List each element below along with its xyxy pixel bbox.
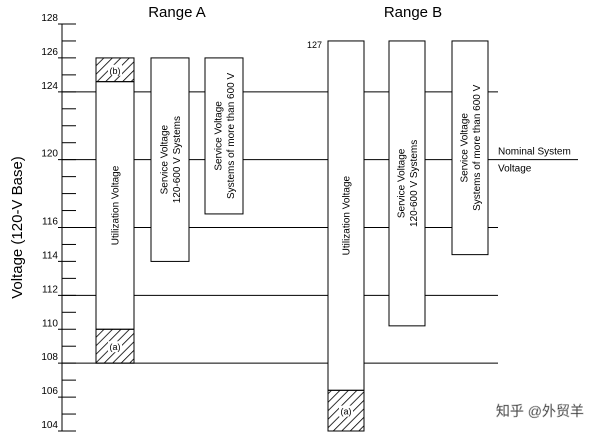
bar-2 [150, 57, 190, 262]
bar-4-label: Utilization Voltage [342, 175, 353, 255]
bar-1 [95, 81, 135, 330]
bar-6 [451, 40, 489, 256]
y-tick-label-116: 116 [42, 217, 58, 228]
y-tick-label-128: 128 [41, 13, 58, 24]
y-tick-label-126: 126 [41, 47, 58, 58]
bar-5 [388, 40, 426, 327]
watermark: 知乎 @外贸羊 [496, 403, 584, 419]
y-tick-label-114: 114 [42, 250, 58, 261]
bars-group: (a) (b) (a) [95, 40, 489, 432]
bar-3 [204, 57, 244, 215]
hatch-note: (b) [110, 66, 121, 76]
range-title-1: Range A [148, 4, 206, 21]
hatch-note: (a) [341, 407, 352, 417]
bar-4 [327, 40, 365, 391]
y-tick-label-108: 108 [41, 352, 58, 363]
y-tick-label-120: 120 [41, 149, 58, 160]
bar-1-label: Utilization Voltage [111, 165, 122, 245]
hatch-note-bg [108, 341, 122, 353]
annotation-nominal-1: Nominal System [498, 147, 571, 158]
y-tick-label-110: 110 [42, 318, 58, 329]
y-axis: 104 106 108 110 112 114 116 120 124 126 128Voltage… [9, 13, 76, 432]
hatch-note-bg [339, 405, 353, 417]
hatch-note: (a) [110, 342, 121, 352]
y-tick-label-106: 106 [41, 386, 58, 397]
annotation-nominal-2: Voltage [498, 164, 532, 175]
labels-group: Range A Range B Utilization Voltage Service… [111, 4, 585, 419]
hatch-note-bg [108, 64, 122, 76]
bar-4-top-value: 127 [307, 40, 322, 50]
y-axis-label: Voltage (120-V Base) [9, 156, 26, 299]
y-tick-label-112: 112 [42, 284, 58, 295]
range-title-2: Range B [384, 4, 442, 21]
y-tick-label-104: 104 [41, 420, 58, 431]
y-tick-label-124: 124 [41, 81, 58, 92]
